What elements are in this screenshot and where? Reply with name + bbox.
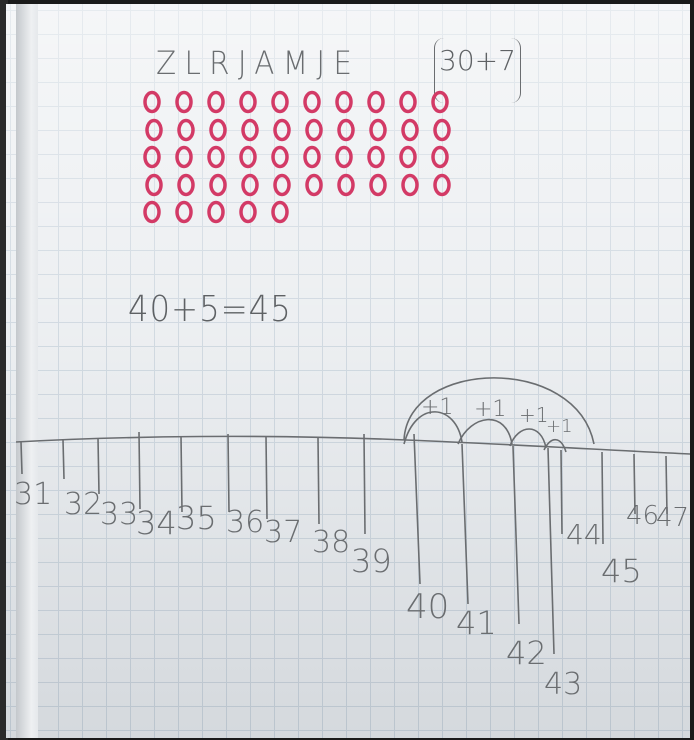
dot-grid: [145, 93, 449, 222]
number-label: 40: [406, 587, 449, 627]
number-label: 34: [136, 504, 177, 542]
number-label: 37: [264, 515, 302, 550]
red-circle: [211, 121, 225, 140]
red-circle: [403, 121, 417, 140]
red-circle: [147, 121, 161, 140]
tick-mark: [462, 444, 468, 604]
red-circle: [369, 148, 383, 167]
number-label: 33: [100, 497, 138, 532]
equation: 40+5=45: [128, 289, 292, 330]
red-circle: [211, 176, 225, 195]
tick-mark: [139, 432, 140, 509]
number-label: 45: [601, 552, 642, 590]
red-circle: [177, 203, 191, 222]
red-circle: [145, 93, 159, 112]
red-circle: [337, 93, 351, 112]
tick-mark: [63, 440, 64, 479]
red-circle: [145, 148, 159, 167]
jump-label: +1: [546, 416, 573, 437]
red-circle: [401, 93, 415, 112]
number-label: 39: [351, 542, 392, 580]
number-label: 42: [506, 634, 547, 672]
tick-mark: [266, 436, 267, 519]
red-circle: [273, 148, 287, 167]
number-line-axis: [16, 436, 690, 454]
red-circle: [177, 148, 191, 167]
number-label: 43: [544, 667, 582, 702]
red-circle: [209, 93, 223, 112]
red-circle: [337, 148, 351, 167]
red-circle: [307, 121, 321, 140]
red-circle: [369, 93, 383, 112]
red-circle: [241, 203, 255, 222]
red-circle: [339, 121, 353, 140]
number-label: 35: [176, 499, 217, 537]
red-circle: [147, 176, 161, 195]
red-circle: [209, 203, 223, 222]
red-circle: [179, 121, 193, 140]
tick-mark: [548, 448, 554, 654]
tick-mark: [602, 452, 603, 544]
tick-mark: [318, 438, 319, 524]
tick-mark: [21, 442, 22, 474]
red-circle: [371, 176, 385, 195]
red-circle: [403, 176, 417, 195]
tick-mark: [513, 446, 519, 624]
red-circle: [305, 148, 319, 167]
tick-mark: [561, 450, 562, 534]
red-circle: [179, 176, 193, 195]
red-circle: [241, 93, 255, 112]
red-circle: [433, 148, 447, 167]
red-circle: [145, 203, 159, 222]
tick-mark: [414, 434, 420, 584]
number-label: 41: [456, 604, 497, 642]
number-label: 32: [64, 487, 102, 522]
tick-mark: [364, 434, 365, 534]
tick-mark: [98, 438, 99, 494]
number-label: 47: [656, 503, 689, 533]
number-label: 31: [14, 477, 52, 512]
red-circle: [243, 176, 257, 195]
red-circle: [209, 148, 223, 167]
red-circle: [371, 121, 385, 140]
red-circle: [177, 93, 191, 112]
red-circle: [273, 203, 287, 222]
number-label: 46: [626, 501, 659, 531]
red-circle: [305, 93, 319, 112]
red-circle: [243, 121, 257, 140]
number-label: 44: [566, 518, 602, 551]
red-circle: [307, 176, 321, 195]
red-circle: [241, 148, 255, 167]
red-circle: [433, 93, 447, 112]
red-circle: [275, 121, 289, 140]
jump-labels: +1+1+1+1: [421, 395, 573, 437]
jump-label: +1: [519, 403, 548, 427]
red-circle: [435, 176, 449, 195]
red-circle: [339, 176, 353, 195]
jump-arc: [458, 420, 512, 444]
red-circle: [401, 148, 415, 167]
red-circle: [275, 176, 289, 195]
jump-label: +1: [474, 397, 506, 422]
jump-label: +1: [421, 395, 453, 420]
number-label: 36: [226, 505, 264, 540]
number-label: 38: [312, 525, 350, 560]
red-circle: [273, 93, 287, 112]
tick-mark: [228, 434, 229, 512]
red-circle: [435, 121, 449, 140]
